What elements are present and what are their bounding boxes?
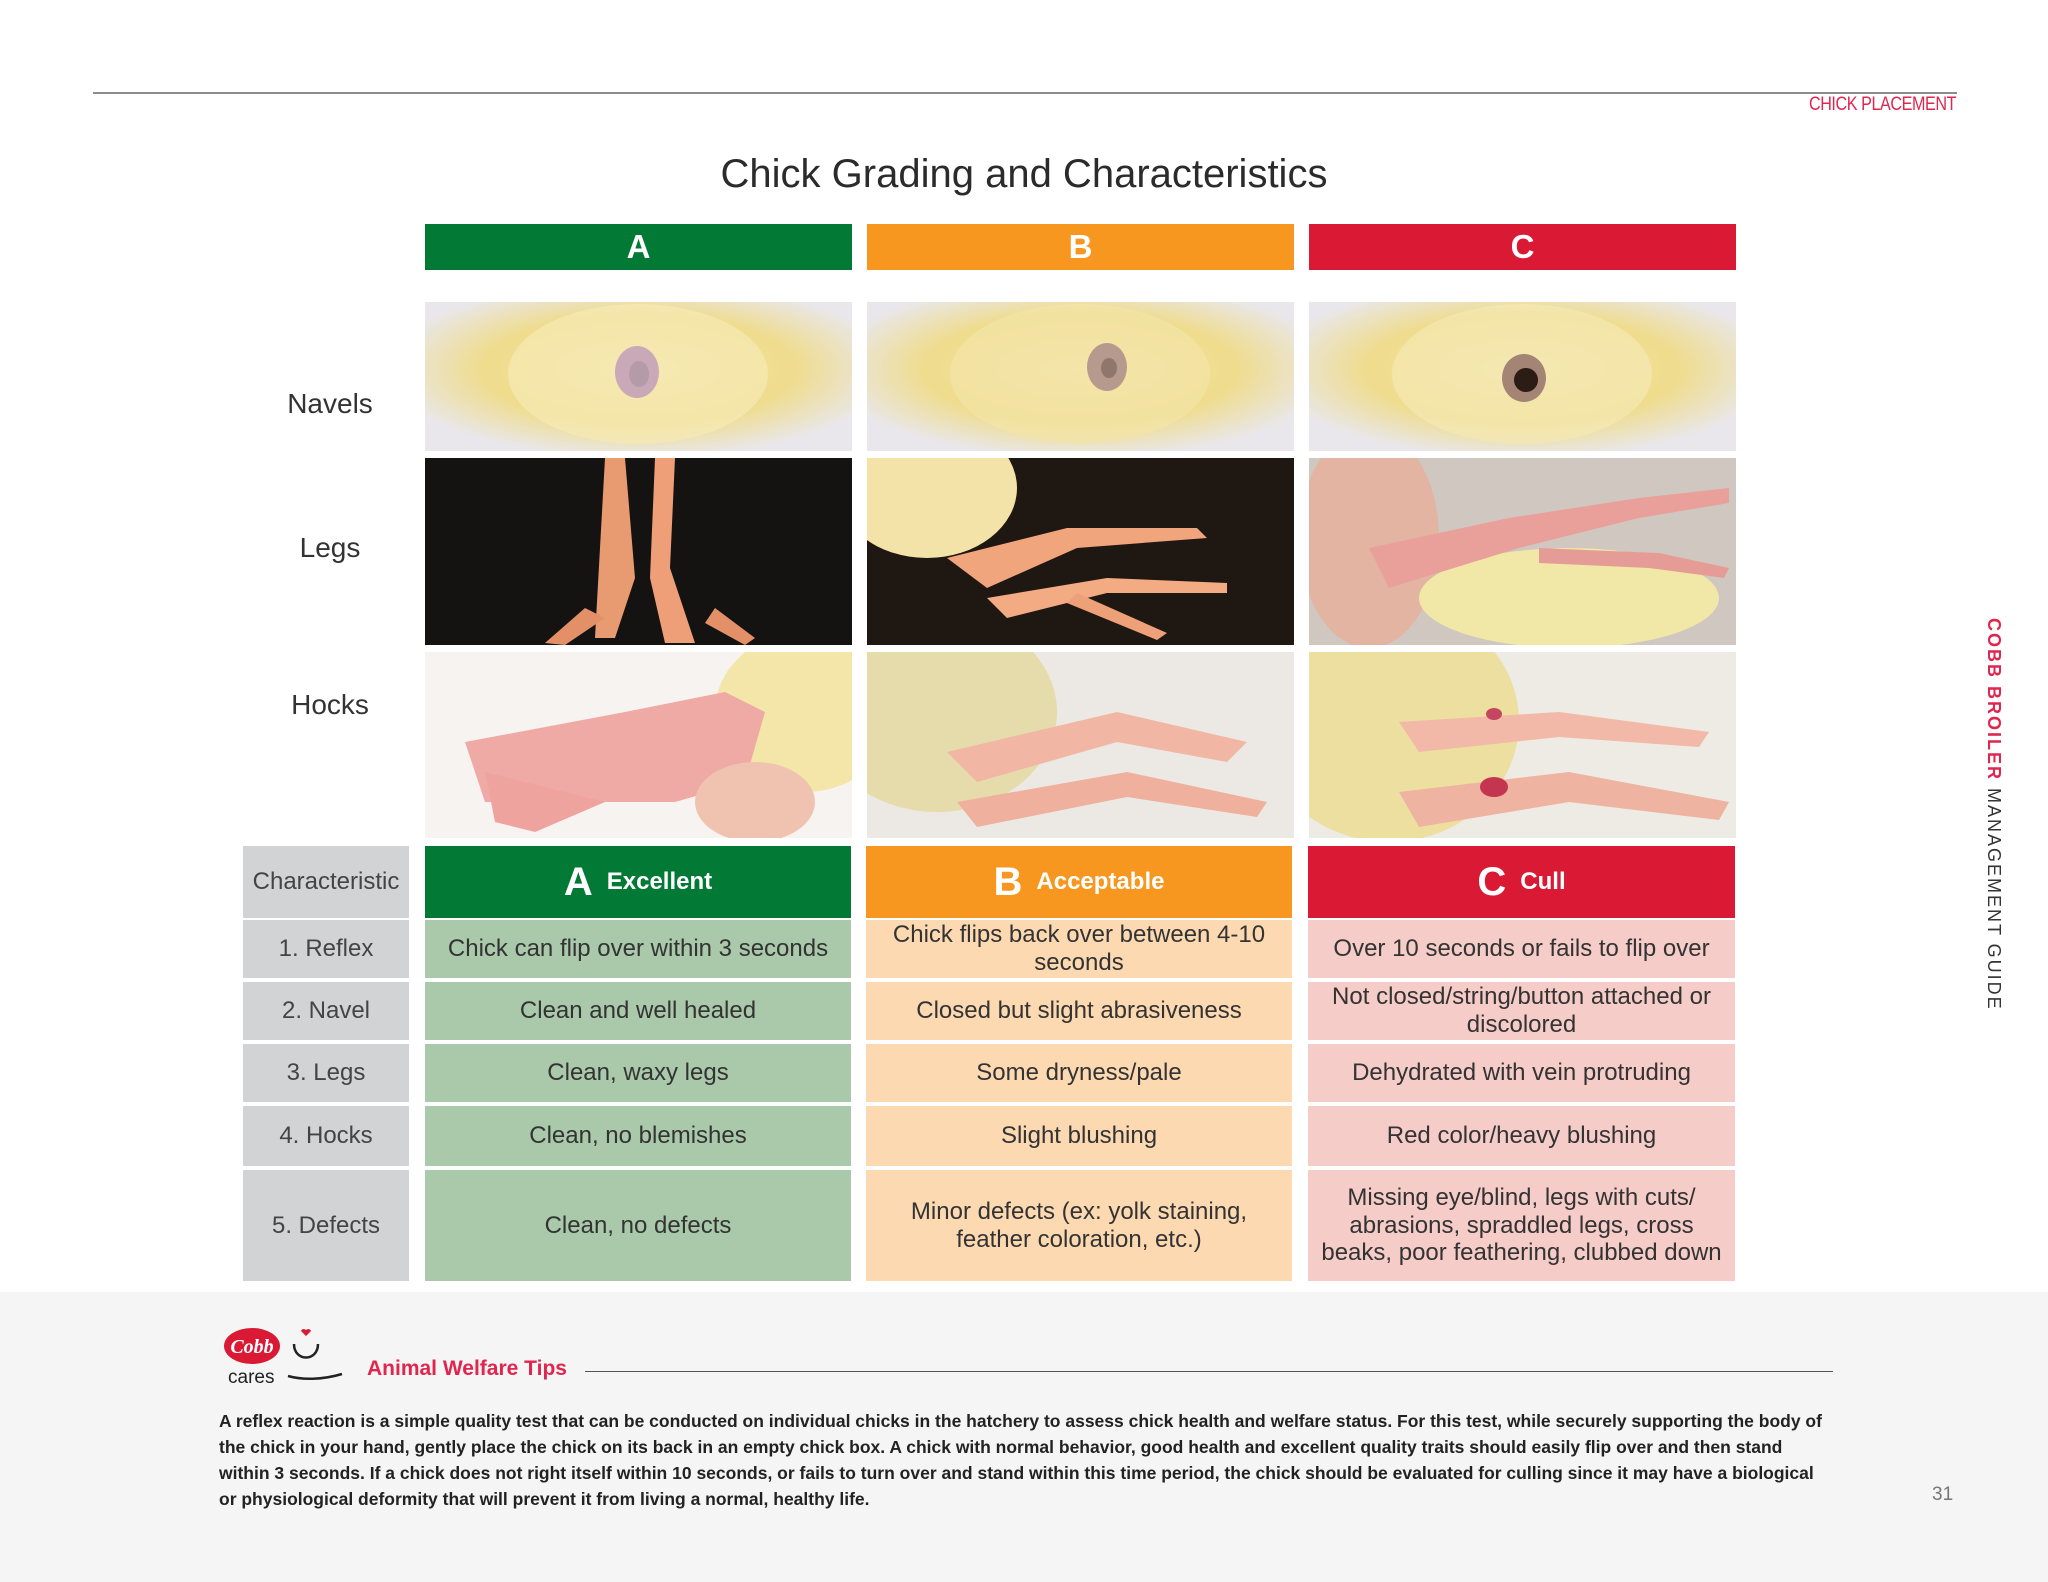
side-rest: MANAGEMENT GUIDE <box>1984 781 2004 1011</box>
characteristic-hocks: 4. Hocks <box>243 1106 409 1166</box>
table-cell-b: Minor defects (ex: yolk staining, feathe… <box>866 1170 1292 1281</box>
characteristic-legs: 3. Legs <box>243 1044 409 1102</box>
table-cell-b: Slight blushing <box>866 1106 1292 1166</box>
row-label-navels: Navels <box>287 388 373 419</box>
hocks-photo-a <box>425 652 852 838</box>
table-cell-c: Missing eye/blind, legs with cuts/ abras… <box>1308 1170 1735 1281</box>
table-cell-a: Chick can flip over within 3 seconds <box>425 920 851 978</box>
row-label-hocks: Hocks <box>291 689 369 720</box>
page-number: 31 <box>1932 1484 1954 1505</box>
page-title: Chick Grading and Characteristics <box>720 152 1328 196</box>
grade-header-c: C <box>1309 224 1736 270</box>
grade-word-c: Cull <box>1520 868 1566 896</box>
top-rule <box>93 92 1957 94</box>
side-brand: COBB BROILER <box>1984 618 2004 781</box>
logo-top-text: Cobb <box>230 1336 273 1358</box>
hocks-photo-b <box>867 652 1294 838</box>
grade-header-b: B <box>867 224 1294 270</box>
grade-label-a: A Excellent <box>425 846 851 918</box>
cobb-cares-logo: Cobb cares <box>222 1326 347 1390</box>
hocks-photo-c <box>1309 652 1736 838</box>
characteristic-navel: 2. Navel <box>243 982 409 1040</box>
grade-word-b: Acceptable <box>1036 868 1165 896</box>
table-cell-a: Clean, waxy legs <box>425 1044 851 1102</box>
section-label: CHICK PLACEMENT <box>1808 94 1957 115</box>
footer-band <box>0 1292 2048 1582</box>
grade-letter-c: C <box>1477 860 1507 904</box>
characteristic-defects: 5. Defects <box>243 1170 409 1281</box>
table-cell-c: Red color/heavy blushing <box>1308 1106 1735 1166</box>
grade-letter-a: A <box>563 860 593 904</box>
table-cell-c: Not closed/string/button attached or dis… <box>1308 982 1735 1040</box>
side-guide-label: COBB BROILER MANAGEMENT GUIDE <box>1974 618 2004 1011</box>
table-cell-b: Chick flips back over between 4-10 secon… <box>866 920 1292 978</box>
tips-rule <box>585 1371 1833 1372</box>
table-cell-c: Over 10 seconds or fails to flip over <box>1308 920 1735 978</box>
row-label-legs: Legs <box>299 532 361 563</box>
table-cell-a: Clean, no defects <box>425 1170 851 1281</box>
table-cell-b: Closed but slight abrasiveness <box>866 982 1292 1040</box>
characteristic-header: Characteristic <box>243 846 409 918</box>
table-cell-a: Clean and well healed <box>425 982 851 1040</box>
grade-word-a: Excellent <box>606 868 713 896</box>
logo-bottom-text: cares <box>228 1367 274 1388</box>
grade-label-c: C Cull <box>1308 846 1735 918</box>
navel-photo-c <box>1309 302 1736 451</box>
grade-label-b: B Acceptable <box>866 846 1292 918</box>
navel-photo-b <box>867 302 1294 451</box>
table-cell-c: Dehydrated with vein protruding <box>1308 1044 1735 1102</box>
tips-title: Animal Welfare Tips <box>367 1357 567 1380</box>
legs-photo-a <box>425 458 852 645</box>
table-cell-b: Some dryness/pale <box>866 1044 1292 1102</box>
characteristic-reflex: 1. Reflex <box>243 920 409 978</box>
grade-header-a: A <box>425 224 852 270</box>
grade-letter-b: B <box>993 860 1023 904</box>
tips-text: A reflex reaction is a simple quality te… <box>219 1411 1822 1509</box>
legs-photo-b <box>867 458 1294 645</box>
table-cell-a: Clean, no blemishes <box>425 1106 851 1166</box>
legs-photo-c <box>1309 458 1736 645</box>
navel-photo-a <box>425 302 852 451</box>
